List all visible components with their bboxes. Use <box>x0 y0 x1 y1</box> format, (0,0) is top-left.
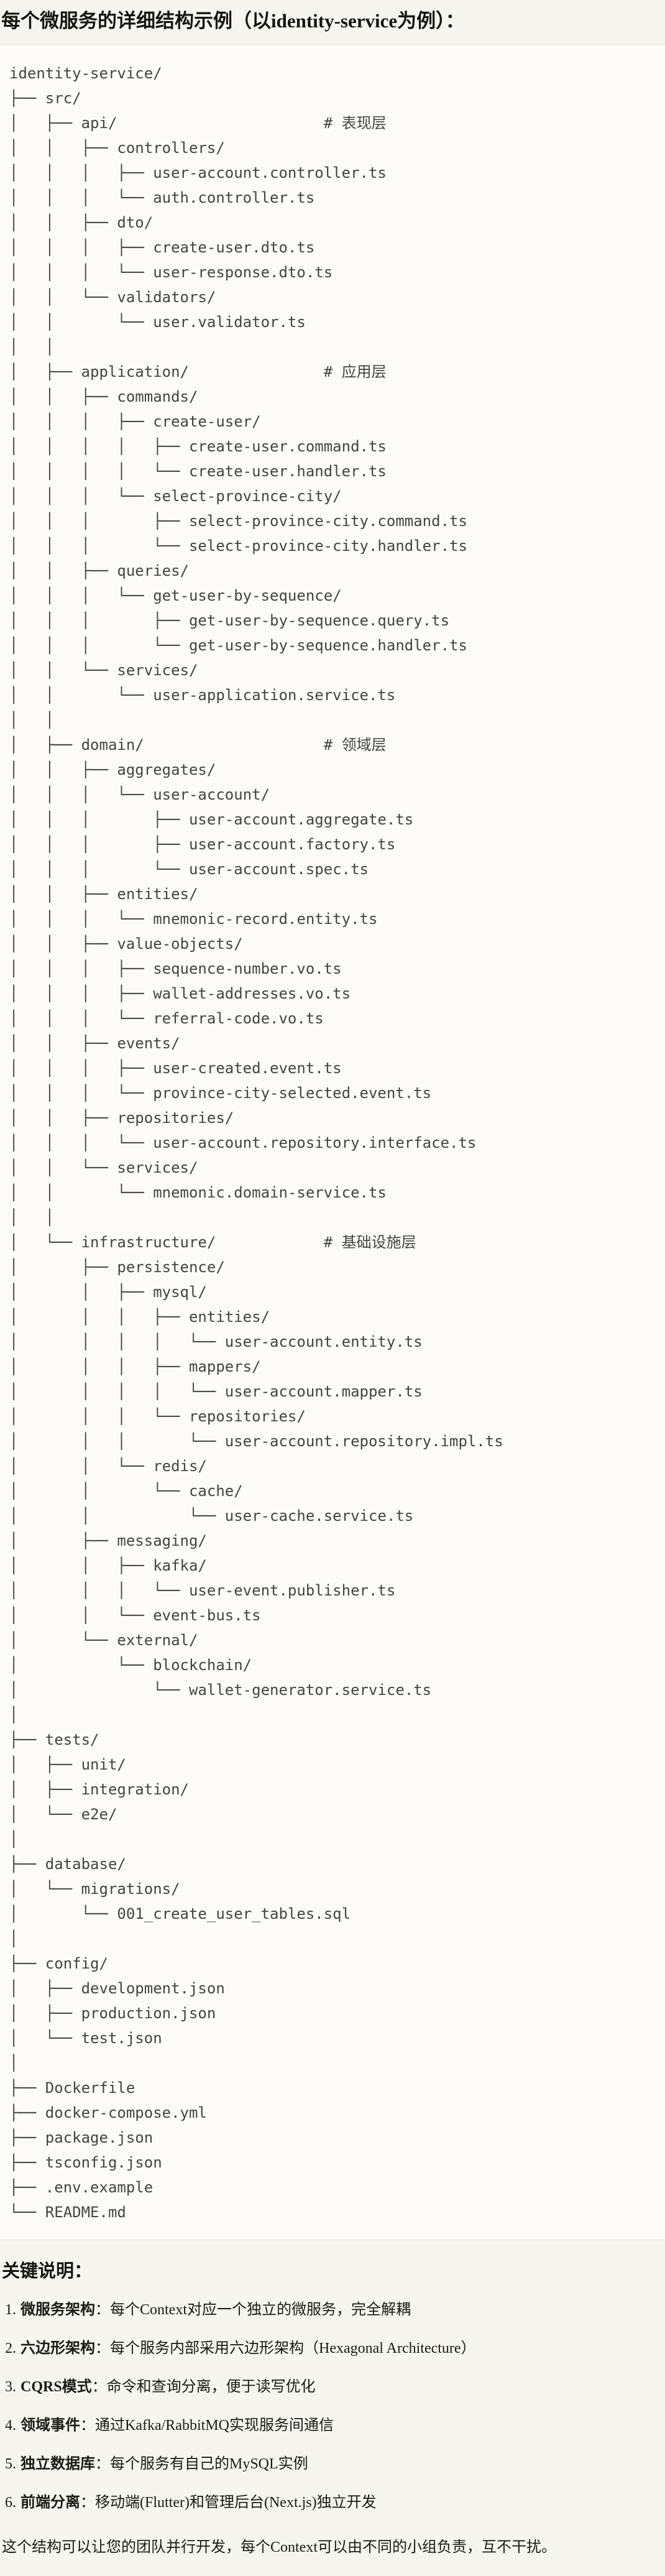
note-item-3: 3. CQRS模式：命令和查询分离，便于读写优化 <box>5 2377 660 2397</box>
note-desc: ：每个Context对应一个独立的微服务，完全解耦 <box>95 2302 411 2319</box>
note-desc: ：命令和查询分离，便于读写优化 <box>91 2379 316 2396</box>
note-item-2: 2. 六边形架构：每个服务内部采用六边形架构（Hexagonal Architec… <box>5 2338 660 2358</box>
note-term: 微服务架构 <box>21 2302 95 2319</box>
notes-heading: 关键说明： <box>2 2261 93 2282</box>
note-term: 六边形架构 <box>21 2340 95 2357</box>
note-number: 2. <box>5 2340 16 2357</box>
note-desc: ：移动端(Flutter)和管理后台(Next.js)独立开发 <box>80 2495 377 2511</box>
note-term: CQRS模式 <box>21 2379 92 2396</box>
note-item-4: 4. 领域事件：通过Kafka/RabbitMQ实现服务间通信 <box>5 2416 660 2435</box>
note-number: 4. <box>5 2417 16 2434</box>
closing-paragraph: 这个结构可以让您的团队并行开发，每个Context可以由不同的小组负责，互不干扰… <box>2 2539 556 2556</box>
note-number: 3. <box>5 2379 16 2396</box>
note-number: 6. <box>5 2495 16 2511</box>
note-item-1: 1. 微服务架构：每个Context对应一个独立的微服务，完全解耦 <box>5 2300 660 2320</box>
code-block: identity-service/ ├── src/ │ ├── api/ # … <box>0 44 665 2241</box>
note-desc: ：每个服务有自己的MySQL实例 <box>95 2456 308 2473</box>
note-desc: ：每个服务内部采用六边形架构（Hexagonal Architecture） <box>95 2340 476 2357</box>
notes-section: 关键说明： 1. 微服务架构：每个Context对应一个独立的微服务，完全解耦 2… <box>0 2240 665 2576</box>
file-tree: identity-service/ ├── src/ │ ├── api/ # … <box>9 65 503 2222</box>
note-number: 5. <box>5 2456 16 2473</box>
note-desc: ：通过Kafka/RabbitMQ实现服务间通信 <box>80 2417 334 2434</box>
note-term: 独立数据库 <box>21 2456 95 2473</box>
note-term: 前端分离 <box>21 2495 80 2511</box>
note-item-5: 5. 独立数据库：每个服务有自己的MySQL实例 <box>5 2454 660 2474</box>
note-number: 1. <box>5 2302 16 2319</box>
note-term: 领域事件 <box>21 2417 80 2434</box>
page-title: 每个微服务的详细结构示例（以identity-service为例）： <box>1 10 465 32</box>
note-item-6: 6. 前端分离：移动端(Flutter)和管理后台(Next.js)独立开发 <box>5 2493 660 2513</box>
